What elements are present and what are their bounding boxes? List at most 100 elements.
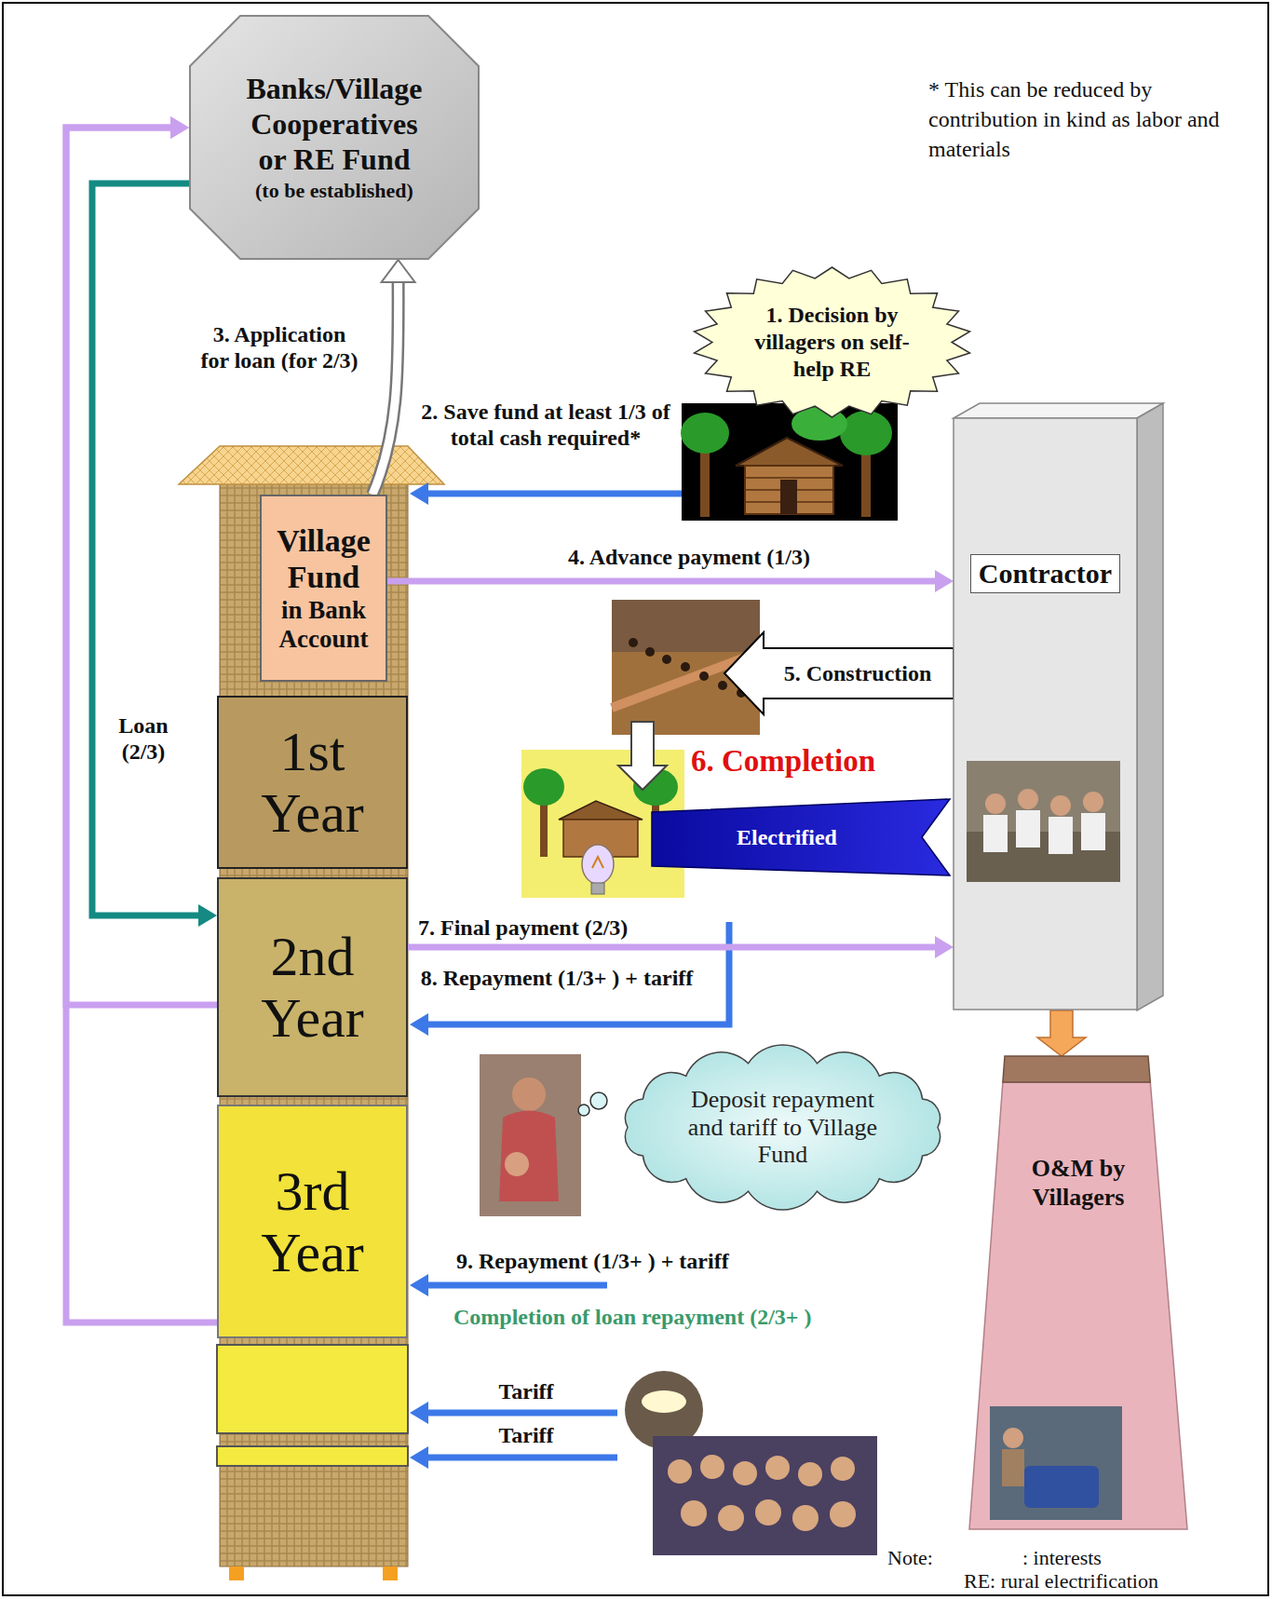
node-text: Contractor <box>970 554 1121 594</box>
electrified-ribbon: Electrified <box>651 798 950 876</box>
flow-label: Tariff <box>484 1421 569 1448</box>
completion-picture <box>591 882 605 894</box>
construction-photo <box>680 662 691 672</box>
connector-line <box>407 944 939 951</box>
note-text: : interests <box>1022 1546 1181 1570</box>
operation-pillar-outline <box>968 1055 1189 1530</box>
children-photo <box>680 1500 707 1527</box>
step-label: 9. Repayment (1/3+ ) + tariff <box>456 1247 857 1274</box>
completion-picture <box>581 844 614 884</box>
contractor-pillar-outline <box>953 403 1164 1011</box>
construction-photo <box>662 654 672 664</box>
cash-flow-arrows <box>424 490 682 498</box>
village-fund-pillar <box>216 1446 408 1466</box>
node-text: Deposit repayment and tariff to Village … <box>677 1085 888 1170</box>
node-text: 2nd Year <box>247 925 379 1049</box>
node-text: Banks/Village Cooperatives or RE Fund <box>234 70 435 178</box>
loan-line <box>92 183 217 927</box>
node-text: 1. Decision by villagers on self-help RE <box>745 301 919 382</box>
status-label: Completion of loan repayment (2/3+ ) <box>453 1303 938 1330</box>
village-fund-pillar <box>178 446 445 1581</box>
cash-flow-arrows <box>424 1454 618 1462</box>
node-text: in Bank Account <box>265 595 382 654</box>
construction-block-arrow <box>724 632 954 715</box>
connector-outline <box>372 277 399 495</box>
cash-flow-arrows <box>409 1401 429 1424</box>
woman-picture <box>499 1110 559 1203</box>
children-photo <box>829 1501 856 1528</box>
completion-picture <box>523 768 565 806</box>
connector-line <box>92 183 203 916</box>
children-photo <box>717 1504 745 1531</box>
step-label: 6. Completion <box>690 743 934 779</box>
payment-arrow <box>387 569 954 593</box>
construction-photo <box>645 647 655 657</box>
handover-block-arrow <box>1037 1010 1086 1056</box>
arrow-head <box>170 116 190 139</box>
node-text: Village Fund <box>265 522 382 596</box>
year-band: 1st Year <box>216 695 408 869</box>
children-photo <box>830 1456 855 1481</box>
arrow-head <box>934 935 954 959</box>
node-text: (to be established) <box>213 177 456 205</box>
node-text: O&M by Villagers <box>1013 1153 1144 1212</box>
village-hut-picture <box>780 479 798 515</box>
construction-photo <box>628 637 638 648</box>
village-hut-picture <box>680 412 730 454</box>
thought-bubbles <box>590 1092 608 1110</box>
village-fund-pillar <box>229 1566 244 1581</box>
edge-label: 4. Advance payment (1/3) <box>437 543 941 570</box>
node-text: 3rd Year <box>247 1160 379 1284</box>
children-photo <box>652 1435 878 1556</box>
children-photo <box>732 1461 758 1486</box>
children-photo <box>765 1455 790 1480</box>
footnote: * This can be reduced by contribution in… <box>928 74 1250 164</box>
down-arrow <box>618 721 667 790</box>
village-fund-pillar <box>382 1566 398 1581</box>
children-photo <box>667 1459 692 1484</box>
speech-cloud: Deposit repayment and tariff to Village … <box>611 1045 954 1209</box>
arrow-head <box>934 569 954 593</box>
village-fund-pillar <box>178 446 445 485</box>
repayment-line <box>66 116 217 1323</box>
cash-flow-arrows <box>409 1013 429 1036</box>
children-photo <box>652 1435 878 1556</box>
connector-line <box>387 578 939 585</box>
node-text: Electrified <box>736 824 838 852</box>
cash-flow-arrows <box>424 1282 608 1289</box>
cash-flow-arrows <box>409 1446 429 1469</box>
children-photo <box>755 1499 782 1526</box>
village-hut-picture <box>744 465 834 515</box>
children-photo <box>798 1461 823 1487</box>
arrow-head <box>381 259 416 283</box>
note-text: Note: <box>887 1546 962 1570</box>
year-band: 3rd Year <box>216 1104 408 1339</box>
village-hut-picture <box>680 403 898 521</box>
edge-label: 7. Final payment (2/3) <box>418 914 717 941</box>
loan-application-arrow <box>372 259 416 495</box>
village-hut-picture <box>839 410 893 456</box>
connector-line <box>66 127 217 1323</box>
thought-bubbles <box>578 1092 608 1116</box>
lamp-picture <box>641 1390 687 1413</box>
lender-octagon: Banks/Village Cooperatives or RE Fund(to… <box>189 14 480 260</box>
cash-flow-arrows <box>409 1273 429 1297</box>
step-label: 8. Repayment (1/3+ ) + tariff <box>417 964 697 991</box>
children-photo <box>700 1454 725 1479</box>
step-label: 5. Construction <box>765 660 950 687</box>
node-text: 1st Year <box>247 720 379 844</box>
village-hut-picture <box>735 437 843 466</box>
completion-picture <box>592 856 604 868</box>
village-fund-pillar <box>216 1344 408 1434</box>
woman-picture <box>512 1077 546 1111</box>
connector-line <box>372 277 399 495</box>
flow-label: Tariff <box>484 1378 569 1405</box>
cash-flow-arrows <box>409 482 429 505</box>
block-arrow <box>1037 1010 1086 1056</box>
woman-picture <box>479 1054 582 1217</box>
edge-label: 3. Application for loan (for 2/3) <box>196 321 363 374</box>
children-photo <box>792 1504 819 1531</box>
arrow-head <box>170 116 190 139</box>
thought-bubbles <box>578 1104 590 1116</box>
